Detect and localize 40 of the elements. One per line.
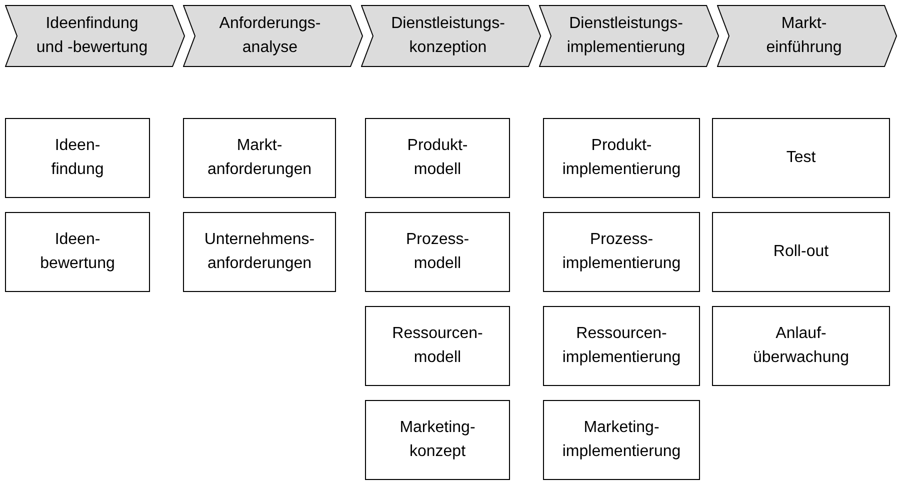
step-label: Ressourcen- implementierung — [562, 324, 681, 368]
chevron-step — [183, 5, 363, 67]
step-label: Ressourcen- modell — [392, 324, 483, 368]
step-label: Markt- anforderungen — [207, 136, 312, 180]
step-label: Prozess- modell — [406, 230, 470, 274]
process-box — [365, 118, 510, 198]
step-label: Anlauf- überwachung — [752, 324, 850, 368]
process-box — [365, 212, 510, 292]
step-label: Markt- einführung — [766, 14, 842, 58]
step-label: Prozess- implementierung — [562, 230, 681, 274]
step-label: Produkt- modell — [407, 136, 468, 180]
step-label: Roll-out — [773, 242, 829, 262]
step-label: Ideen- bewertung — [40, 230, 115, 274]
step-label: Ideenfindung und -bewertung — [36, 14, 148, 58]
step-label: Test — [786, 148, 816, 168]
step-label: Ideen- findung — [51, 136, 104, 180]
process-box — [712, 306, 890, 386]
process-box — [183, 118, 336, 198]
process-box — [183, 212, 336, 292]
chevron-step — [361, 5, 541, 67]
chevron-step — [5, 5, 185, 67]
process-box — [5, 212, 150, 292]
step-label: Dienstleistungs- implementierung — [566, 14, 686, 58]
chevron-step — [539, 5, 719, 67]
process-box — [543, 400, 700, 480]
chevron-step — [717, 5, 897, 67]
process-box — [712, 118, 890, 198]
step-label: Marketing- konzept — [400, 418, 476, 462]
process-box — [5, 118, 150, 198]
process-box — [543, 306, 700, 386]
step-label: Unternehmens- anforderungen — [204, 230, 315, 274]
process-box — [712, 212, 890, 292]
process-box — [543, 212, 700, 292]
step-label: Dienstleistungs- konzeption — [391, 14, 505, 58]
process-box — [365, 400, 510, 480]
process-box — [365, 306, 510, 386]
step-label: Anforderungs- analyse — [219, 14, 321, 58]
process-box — [543, 118, 700, 198]
step-label: Produkt- implementierung — [562, 136, 681, 180]
step-label: Marketing- implementierung — [562, 418, 681, 462]
